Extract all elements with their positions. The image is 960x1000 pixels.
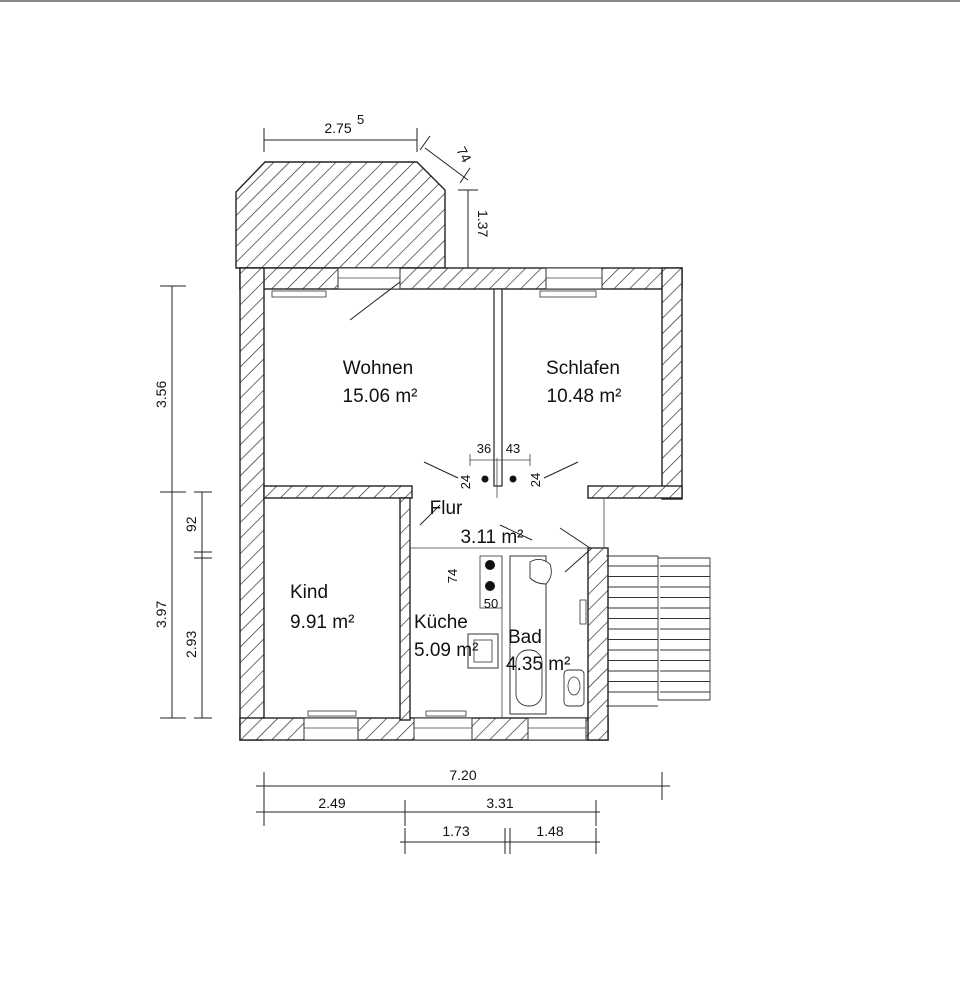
room-area-kind: 9.91 m² <box>290 612 354 633</box>
hallway-lines <box>409 458 605 549</box>
room-name-wohnen: Wohnen <box>343 358 413 379</box>
dim-balcony-chamfer: 74 <box>453 144 475 165</box>
dim-hall-43: 43 <box>506 441 520 456</box>
dim-balcony-width: 2.75 <box>324 120 351 136</box>
dim-kitchen-74: 74 <box>445 569 460 583</box>
dim-hall-36: 36 <box>477 441 491 456</box>
room-area-flur: 3.11 m² <box>460 527 523 548</box>
hall-marker-right <box>509 475 517 483</box>
balcony-dimensions: 2.75 5 74 1.37 <box>263 112 491 268</box>
room-name-kueche: Küche <box>414 612 468 633</box>
doors <box>349 281 593 573</box>
room-area-kueche: 5.09 m² <box>414 640 478 661</box>
balcony <box>235 161 446 269</box>
dim-bottom-left: 2.49 <box>318 795 345 811</box>
room-name-flur: Flur <box>430 498 463 519</box>
dim-kitchen-50: 50 <box>484 596 498 611</box>
dim-left-inner-lower: 2.93 <box>183 631 199 658</box>
room-area-wohnen: 15.06 m² <box>343 386 418 407</box>
dim-balcony-width-sup: 5 <box>357 112 364 127</box>
room-name-bad: Bad <box>508 627 542 648</box>
dim-bottom-bath: 1.48 <box>536 823 563 839</box>
bathroom-fixtures <box>509 555 587 715</box>
dim-bottom-right: 3.31 <box>486 795 513 811</box>
room-name-schlafen: Schlafen <box>546 358 620 379</box>
kitchen-fixtures <box>467 555 503 718</box>
bottom-dimensions: 7.20 2.49 3.31 1.73 1.48 <box>256 767 670 854</box>
left-dimensions: 3.56 3.97 92 2.93 <box>153 285 212 719</box>
room-name-kind: Kind <box>290 582 328 603</box>
dim-hall-24a: 24 <box>458 475 473 489</box>
dim-left-lower: 3.97 <box>153 601 169 628</box>
room-area-schlafen: 10.48 m² <box>547 386 622 407</box>
hall-dimensions: 36 43 24 24 74 50 <box>445 441 543 611</box>
staircase <box>606 555 711 707</box>
dim-hall-24b: 24 <box>528 473 543 487</box>
dim-left-upper: 3.56 <box>153 381 169 408</box>
dim-bottom-kitchen: 1.73 <box>442 823 469 839</box>
dim-left-inner-upper: 92 <box>183 516 199 532</box>
windows <box>271 267 603 741</box>
room-area-bad: 4.35 m² <box>506 654 570 675</box>
dim-balcony-depth: 1.37 <box>475 210 491 237</box>
dim-total-width: 7.20 <box>449 767 476 783</box>
hall-marker-left <box>481 475 489 483</box>
